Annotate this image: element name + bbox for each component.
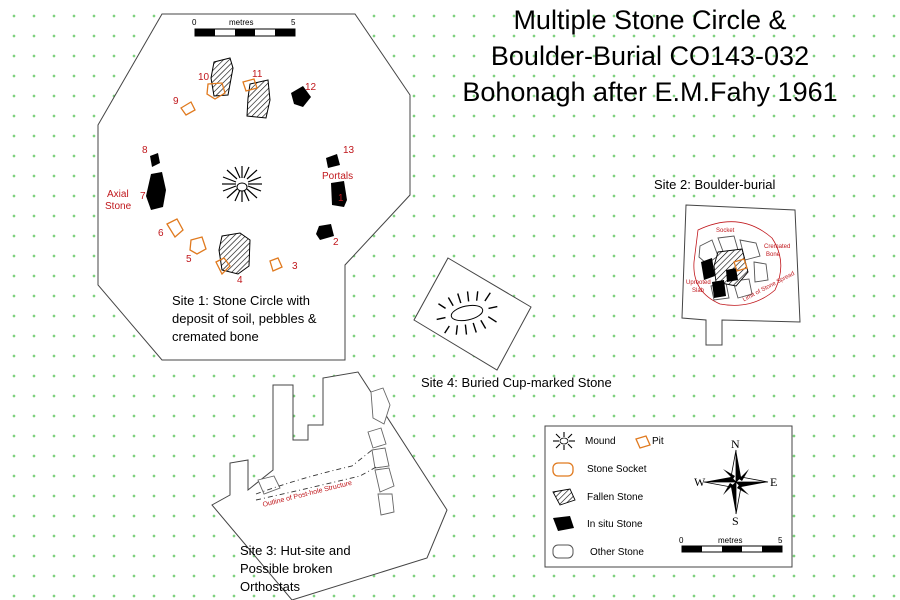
site1-boundary (97, 13, 411, 361)
compass-north: N (731, 437, 740, 451)
site1-mound (222, 166, 262, 202)
pit-10 (206, 82, 226, 100)
site2-in-situ-3 (726, 268, 738, 282)
scale-bar-top (194, 28, 296, 37)
in-situ-stone-7 (146, 172, 166, 210)
site4-cup-marked-stone (436, 291, 498, 335)
socket-9 (180, 101, 196, 116)
legend-scale-end: 5 (778, 536, 783, 545)
stone-number-9: 9 (173, 96, 179, 107)
pit-4 (215, 257, 231, 276)
site2-pit (733, 258, 748, 272)
site4-caption: Site 4: Buried Cup-marked Stone (421, 375, 612, 390)
fallen-stone-4 (218, 232, 251, 275)
site2-in-situ-1 (701, 258, 715, 280)
socket-3 (269, 257, 283, 272)
in-situ-stone-1 (331, 181, 347, 207)
stone-number-10: 10 (198, 72, 210, 83)
site3-caption-line-3: Orthostats (240, 579, 300, 594)
site2-cremated-line-2: Bone (766, 252, 781, 258)
legend-socket-symbol (552, 462, 574, 477)
legend-fallen-label: Fallen Stone (587, 492, 644, 503)
compass-south: S (732, 514, 739, 528)
title-line-1: Multiple Stone Circle & (513, 5, 787, 35)
stone-number-2: 2 (333, 237, 339, 248)
site3-stones (257, 387, 395, 516)
in-situ-stone-13 (326, 154, 340, 168)
site1-caption: Site 1: Stone Circle with deposit of soi… (172, 292, 317, 346)
site1-caption-line-3: cremated bone (172, 329, 259, 344)
stone-number-11: 11 (252, 69, 263, 80)
site3-post-hole-outline (255, 449, 379, 501)
legend-other-label: Other Stone (590, 547, 644, 558)
compass-east: E (770, 475, 778, 489)
site3-caption: Site 3: Hut-site and Possible broken Ort… (240, 542, 351, 596)
legend-other-symbol (552, 544, 574, 559)
title-line-2: Boulder-Burial CO143-032 (490, 41, 810, 71)
stone-number-3: 3 (292, 261, 298, 272)
stone-number-13: 13 (343, 145, 355, 156)
legend-scale-unit: metres (718, 536, 743, 545)
in-situ-stone-8 (150, 153, 160, 167)
site2-caption: Site 2: Boulder-burial (654, 177, 776, 192)
stone-number-8: 8 (142, 145, 148, 156)
legend-fallen-symbol (552, 488, 576, 506)
stone-number-4: 4 (237, 275, 243, 286)
stone-number-12: 12 (305, 82, 317, 93)
site2-socket-label: Socket (716, 228, 735, 234)
site2-limit-of-spread (693, 221, 782, 306)
scale-top-unit: metres (229, 18, 254, 27)
site2-fallen-stone (713, 248, 749, 287)
stone-number-6: 6 (158, 228, 164, 239)
socket-5 (189, 236, 207, 255)
stone-number-1: 1 (338, 193, 344, 204)
compass-rose (703, 449, 769, 515)
legend-in-situ-symbol (553, 516, 574, 531)
in-situ-stone-12 (291, 86, 311, 107)
page-title: Multiple Stone Circle & Boulder-Burial C… (430, 2, 870, 110)
site2-cremated-line-1: Cremated (764, 244, 791, 250)
site1-caption-line-2: deposit of soil, pebbles & (172, 311, 317, 326)
legend-pit-symbol (635, 435, 651, 449)
portals-label: Portals (322, 171, 354, 182)
compass-west: W (694, 475, 706, 489)
in-situ-stone-2 (316, 224, 334, 240)
site3-boundary (211, 371, 448, 600)
fallen-stone-11 (246, 79, 271, 119)
stone-number-7: 7 (140, 191, 146, 202)
scale-top-start: 0 (192, 18, 197, 27)
legend-pit-label: Pit (652, 436, 664, 447)
axial-label-line-2: Stone (105, 201, 132, 212)
legend-scale-start: 0 (679, 536, 684, 545)
site2-uprooted-line-2: Slab (692, 288, 705, 294)
site3-caption-line-2: Possible broken (240, 561, 333, 576)
axial-label-line-1: Axial (107, 189, 129, 200)
site2-uprooted-line-1: Uprooted (686, 280, 711, 286)
scale-bar-legend (681, 545, 783, 553)
legend-mound-symbol (553, 432, 575, 450)
legend-socket-label: Stone Socket (587, 464, 647, 475)
legend-mound-label: Mound (585, 436, 616, 447)
legend-in-situ-label: In situ Stone (587, 519, 643, 530)
title-line-3: Bohonagh after E.M.Fahy 1961 (462, 77, 838, 107)
scale-top-end: 5 (291, 18, 296, 27)
site3-caption-line-1: Site 3: Hut-site and (240, 543, 351, 558)
socket-11 (242, 78, 258, 92)
legend-box (544, 425, 793, 568)
site2-in-situ-2 (712, 280, 726, 298)
fallen-stone-10 (210, 57, 234, 97)
stone-number-5: 5 (186, 254, 192, 265)
socket-6 (166, 218, 184, 238)
site1-caption-line-1: Site 1: Stone Circle with (172, 293, 311, 308)
